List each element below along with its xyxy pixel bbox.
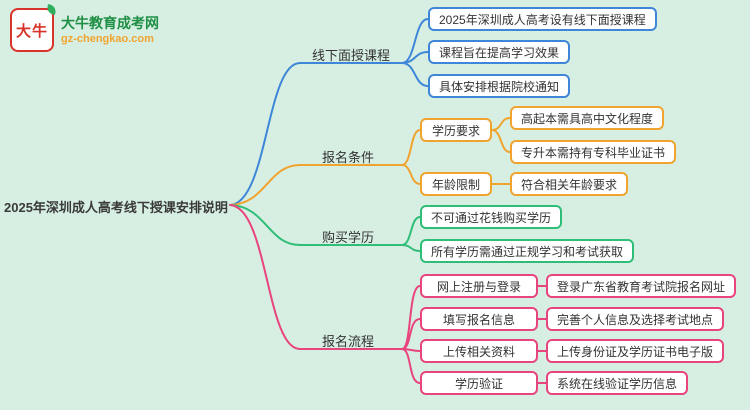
node-edu-req-zhuanshengben: 专升本需持有专科毕业证书 (510, 140, 677, 164)
node-step-register: 网上注册与登录 (420, 274, 538, 298)
logo-text: 大牛教育成考网 gz-chengkao.com (61, 15, 159, 46)
node-step-verify: 学历验证 (420, 371, 538, 395)
node-step-upload-detail: 上传身份证及学历证书电子版 (546, 339, 725, 363)
logo-mark-text: 大牛 (15, 22, 48, 40)
node-edu-req-gaoqiben: 高起本需具高中文化程度 (510, 106, 665, 130)
node-age-limit: 年龄限制 (420, 172, 492, 196)
root-node: 2025年深圳成人高考线下授课安排说明 (4, 200, 228, 215)
site-url: gz-chengkao.com (61, 32, 154, 45)
site-name: 大牛教育成考网 (61, 14, 159, 31)
node-age-limit-detail: 符合相关年龄要求 (510, 172, 629, 196)
node-step-upload: 上传相关资料 (420, 339, 538, 363)
node-step-fill-info: 填写报名信息 (420, 307, 538, 331)
node-formal-study-required: 所有学历需通过正规学习和考试获取 (420, 239, 635, 263)
site-logo: 大牛 大牛教育成考网 gz-chengkao.com (10, 4, 159, 52)
node-step-register-detail: 登录广东省教育考试院报名网址 (546, 274, 737, 298)
branch-label-offline-course: 线下面授课程 (312, 48, 391, 63)
node-offline-course-3: 具体安排根据院校通知 (428, 74, 571, 98)
leaf-icon (46, 4, 57, 15)
logo-mark: 大牛 (10, 4, 57, 52)
node-offline-course-1: 2025年深圳成人高考设有线下面授课程 (428, 7, 657, 31)
branch-label-signup-process: 报名流程 (322, 334, 375, 349)
branch-label-buy-diploma: 购买学历 (322, 230, 375, 245)
node-offline-course-2: 课程旨在提高学习效果 (428, 40, 571, 64)
node-education-requirement: 学历要求 (420, 118, 492, 142)
node-no-buying-diploma: 不可通过花钱购买学历 (420, 205, 563, 229)
node-step-fill-info-detail: 完善个人信息及选择考试地点 (546, 307, 725, 331)
branch-label-requirements: 报名条件 (322, 150, 375, 165)
node-step-verify-detail: 系统在线验证学历信息 (546, 371, 689, 395)
